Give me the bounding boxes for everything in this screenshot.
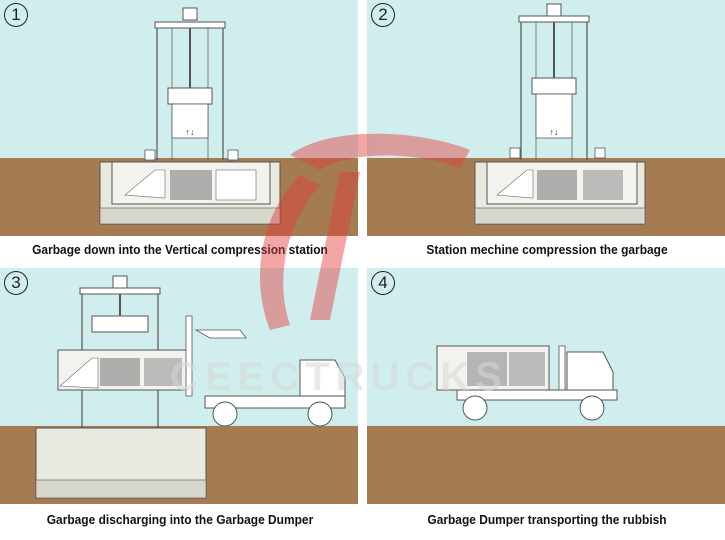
- step-number-badge: 3: [4, 271, 28, 295]
- svg-text:↑↓: ↑↓: [550, 127, 559, 137]
- step-number-badge: 1: [4, 3, 28, 27]
- panel-2-drawing: ↑↓: [367, 0, 725, 236]
- step-number-badge: 2: [371, 3, 395, 27]
- panel-4-drawing: [367, 268, 725, 504]
- panel-1: ↑↓ 1: [0, 0, 358, 236]
- panel-3-caption: Garbage discharging into the Garbage Dum…: [46, 512, 314, 527]
- panel-4-caption: Garbage Dumper transporting the rubbish: [427, 512, 667, 527]
- step-number-badge: 4: [371, 271, 395, 295]
- panel-3-drawing: [0, 268, 358, 504]
- panel-2: ↑↓ 2: [367, 0, 725, 236]
- panel-1-drawing: ↑↓: [0, 0, 358, 236]
- panel-1-caption: Garbage down into the Vertical compressi…: [32, 242, 328, 257]
- panel-2-caption: Station mechine compression the garbage: [426, 242, 668, 257]
- panel-4: 4: [367, 268, 725, 504]
- panel-3: 3: [0, 268, 358, 504]
- watermark-text: CEECTRUCKS: [170, 355, 508, 399]
- svg-text:↑↓: ↑↓: [186, 127, 195, 137]
